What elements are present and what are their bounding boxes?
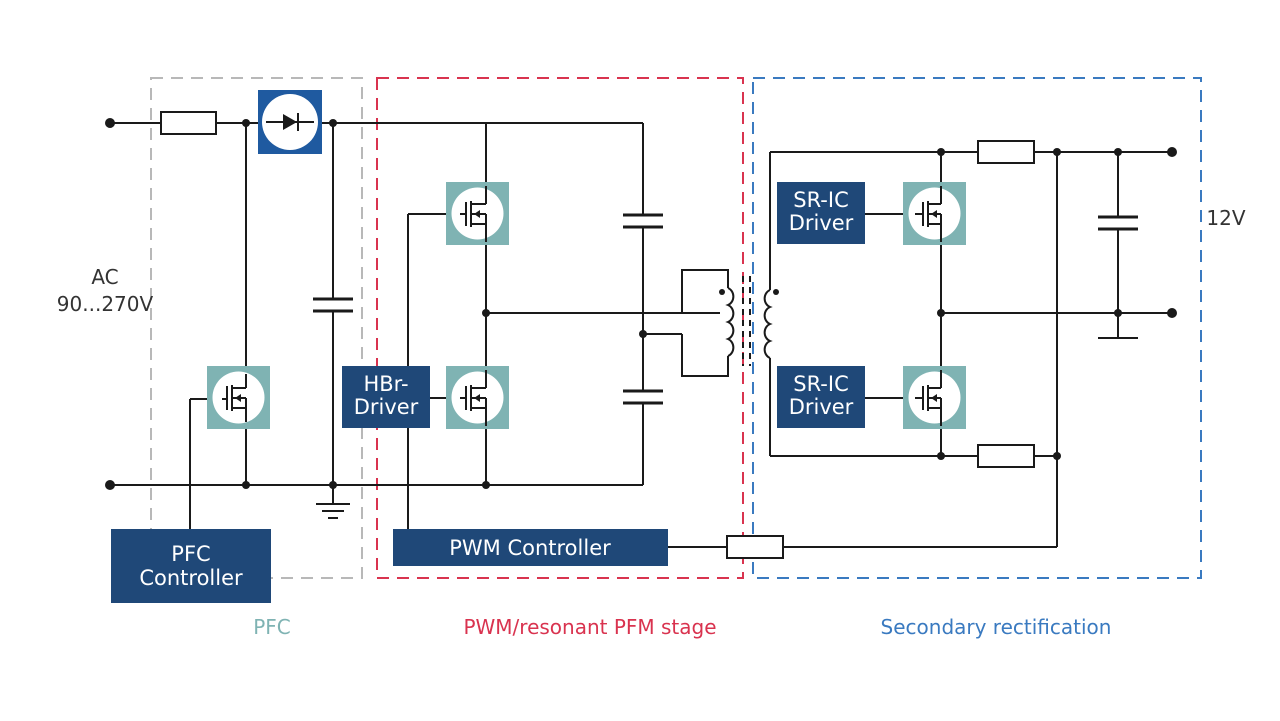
secondary-region-label: Secondary rectification bbox=[881, 615, 1112, 639]
pwm-controller-label: PWM Controller bbox=[449, 536, 611, 560]
sr-bottom-label-line2: Driver bbox=[789, 395, 854, 419]
sr-mosfet-bottom bbox=[903, 366, 966, 429]
pwm-region-label: PWM/resonant PFM stage bbox=[463, 615, 716, 639]
sr-mosfet-top bbox=[903, 182, 966, 245]
boost-diode bbox=[258, 90, 322, 154]
output-resistor-top bbox=[977, 140, 1035, 164]
input-resistor bbox=[160, 111, 217, 135]
hbr-driver-label-line1: HBr- bbox=[363, 372, 408, 396]
hbr-driver-label-line2: Driver bbox=[354, 395, 419, 419]
output-resistor-bottom bbox=[977, 444, 1035, 468]
output-voltage-label: 12V bbox=[1206, 206, 1245, 230]
sr-ic-driver-bottom-block: SR-IC Driver bbox=[777, 366, 865, 428]
output-terminal-top bbox=[1167, 147, 1177, 157]
hbr-driver-block: HBr- Driver bbox=[342, 366, 430, 428]
pfc-mosfet bbox=[207, 366, 270, 429]
ac-input-label-line2: 90...270V bbox=[57, 292, 154, 316]
secondary-region-box bbox=[752, 77, 1202, 579]
sr-bottom-label-line1: SR-IC bbox=[793, 372, 849, 396]
low-side-mosfet bbox=[446, 366, 509, 429]
pfc-wiring bbox=[110, 122, 643, 529]
high-side-mosfet bbox=[446, 182, 509, 245]
ac-input-terminal-top bbox=[105, 118, 115, 128]
ac-input-label-line1: AC bbox=[91, 265, 118, 289]
sr-top-label-line1: SR-IC bbox=[793, 188, 849, 212]
pfc-region-box bbox=[150, 77, 363, 579]
pfc-controller-block: PFC Controller bbox=[111, 529, 271, 603]
feedback-resistor bbox=[726, 535, 784, 559]
pfc-region-label: PFC bbox=[253, 615, 291, 639]
ac-input-terminal-bottom bbox=[105, 480, 115, 490]
sr-ic-driver-top-block: SR-IC Driver bbox=[777, 182, 865, 244]
transformer bbox=[681, 269, 779, 377]
pfc-controller-label-line2: Controller bbox=[139, 566, 243, 590]
output-terminal-bottom bbox=[1167, 308, 1177, 318]
pfc-controller-label-line1: PFC bbox=[171, 542, 210, 566]
pwm-controller-block: PWM Controller bbox=[393, 529, 668, 566]
sr-top-label-line2: Driver bbox=[789, 211, 854, 235]
pwm-region-box bbox=[376, 77, 744, 579]
